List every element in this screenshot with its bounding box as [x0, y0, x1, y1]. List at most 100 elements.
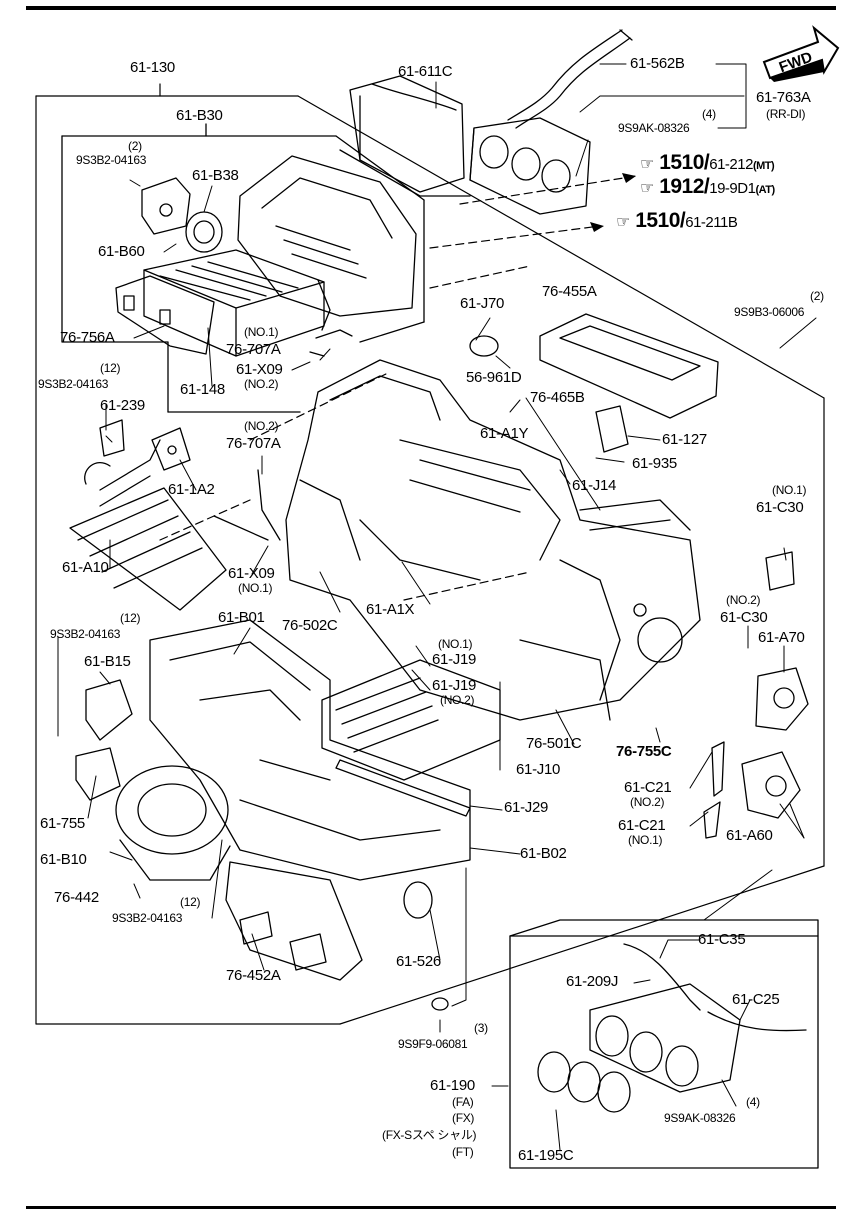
callout-76-501c: 76-501C	[526, 735, 582, 752]
bottom-rule	[26, 1206, 836, 1209]
callout-61-x09-no2: 61-X09	[236, 361, 283, 378]
ref-sep: /	[703, 175, 710, 198]
blower-motor	[115, 765, 231, 881]
ref-code: 1510	[635, 209, 680, 232]
callout-9s3b2-04163-c-qty: (12)	[120, 611, 141, 625]
ref-suffix: (AT)	[755, 184, 775, 196]
callout-76-452a: 76-452A	[226, 967, 281, 984]
callout-9s3b2-04163-d-qty: (12)	[180, 895, 201, 909]
bracket-b38	[185, 211, 223, 253]
callout-76-465b: 76-465B	[530, 389, 585, 406]
control-panel-box-top	[509, 919, 819, 937]
blower-case	[149, 619, 471, 881]
cables-c35-c25	[623, 943, 807, 1032]
reference-1510-211b: ☞ 1510/61-211B	[616, 209, 738, 234]
callout-9s3b2-04163-a-qty: (2)	[128, 139, 142, 153]
reference-arrowheads	[590, 173, 636, 232]
callout-61-526: 61-526	[396, 953, 441, 970]
callout-61-x09-no1: 61-X09	[228, 565, 275, 582]
ref-code: 1912	[659, 175, 704, 198]
callout-61-c35: 61-C35	[698, 931, 746, 948]
ref-code: 1510	[659, 151, 704, 174]
callout-61-a1y: 61-A1Y	[480, 425, 529, 442]
callout-9s9ak-08326-top-qty: (4)	[702, 107, 716, 121]
heater-core	[69, 439, 227, 611]
callout-61-j70: 61-J70	[460, 295, 505, 312]
callout-9s9f9-06081-qty: (3)	[474, 1021, 488, 1035]
ref-number: 19-9D1	[709, 180, 756, 197]
callout-9s9f9-06081: 9S9F9-06081	[398, 1037, 468, 1051]
callout-76-755c: 76-755C	[616, 743, 672, 760]
callout-76-707a-no1-note: (NO.1)	[244, 325, 279, 339]
callout-61-c21-no1-note: (NO.1)	[628, 833, 663, 847]
heater-case	[285, 359, 701, 721]
filter-element	[143, 249, 325, 357]
callout-61-b02: 61-B02	[520, 845, 567, 862]
callout-9s3b2-04163-b: 9S3B2-04163	[38, 377, 109, 391]
callout-61-1a2: 61-1A2	[168, 481, 215, 498]
callout-61-j19-no2-note: (NO.2)	[440, 693, 475, 707]
filter-frame	[115, 275, 215, 355]
callout-61-c21-no1: 61-C21	[618, 817, 666, 834]
ref-sep: /	[703, 151, 710, 174]
rear-control-unit	[469, 117, 591, 215]
callout-9s3b2-04163-a: 9S3B2-04163	[76, 153, 147, 167]
ref-sep: /	[679, 209, 686, 232]
ref-number: 61-211B	[685, 214, 738, 231]
callout-76-707a-no2: 76-707A	[226, 435, 281, 452]
callout-9s9b3-06006: 9S9B3-06006	[734, 305, 805, 319]
callout-9s9ak-08326-top: 9S9AK-08326	[618, 121, 690, 135]
callout-61-190-fx: (FX)	[452, 1111, 475, 1125]
callout-61-190-fxs: (FX-Sスペ シャル)	[382, 1128, 477, 1142]
resistor-526	[403, 881, 433, 919]
callout-61-j19-no1: 61-J19	[432, 651, 477, 668]
callout-9s9ak-08326-bot: 9S9AK-08326	[664, 1111, 736, 1125]
hand-pointer-icon: ☞	[616, 214, 630, 231]
callout-61-b10: 61-B10	[40, 851, 87, 868]
callout-61-148: 61-148	[180, 381, 225, 398]
control-panel-box	[509, 935, 819, 1169]
callout-76-707a-no2-note: (NO.2)	[244, 419, 279, 433]
evaporator-cover	[539, 313, 719, 419]
callout-61-j10: 61-J10	[516, 761, 561, 778]
rod-x09	[213, 351, 325, 541]
cable-tube	[507, 29, 633, 129]
sensor-127	[595, 405, 629, 453]
callout-9s3b2-04163-c: 9S3B2-04163	[50, 627, 121, 641]
callout-76-502c: 76-502C	[282, 617, 338, 634]
callout-61-763a-note: (RR-DI)	[766, 107, 806, 121]
callout-61-j19-no1-note: (NO.1)	[438, 637, 473, 651]
fwd-arrow-icon: FWD	[762, 25, 840, 82]
callout-61-239: 61-239	[100, 397, 145, 414]
knobs-195c	[537, 1051, 631, 1113]
callout-61-935: 61-935	[632, 455, 677, 472]
blower-housing-upper	[237, 155, 417, 331]
callout-61-j29: 61-J29	[504, 799, 549, 816]
callout-61-b30: 61-B30	[176, 107, 223, 124]
callout-61-b60: 61-B60	[98, 243, 145, 260]
callout-61-130: 61-130	[130, 59, 175, 76]
hand-pointer-icon: ☞	[640, 180, 654, 197]
hand-pointer-icon: ☞	[640, 156, 654, 173]
callout-61-b38: 61-B38	[192, 167, 239, 184]
callout-61-611c: 61-611C	[398, 63, 453, 80]
part-b15	[85, 679, 133, 741]
callout-9s9b3-06006-qty: (2)	[810, 289, 824, 303]
reference-1510-212: ☞ 1510/61-212(MT)	[640, 151, 775, 177]
callout-61-j14: 61-J14	[572, 477, 617, 494]
callout-61-a10: 61-A10	[62, 559, 109, 576]
lever-c21	[703, 741, 725, 839]
actuator-a70	[755, 667, 809, 731]
callout-9s9ak-08326-bot-qty: (4)	[746, 1095, 760, 1109]
callout-61-a1x: 61-A1X	[366, 601, 415, 618]
callout-61-195c: 61-195C	[518, 1147, 574, 1164]
callout-76-455a: 76-455A	[542, 283, 597, 300]
callout-61-562b: 61-562B	[630, 55, 685, 72]
callout-61-c21-no2: 61-C21	[624, 779, 672, 796]
clip-239	[99, 419, 125, 457]
callout-76-756a: 76-756A	[60, 329, 115, 346]
callout-61-c30-no1: 61-C30	[756, 499, 804, 516]
blower-subassembly-boundary	[61, 123, 425, 413]
